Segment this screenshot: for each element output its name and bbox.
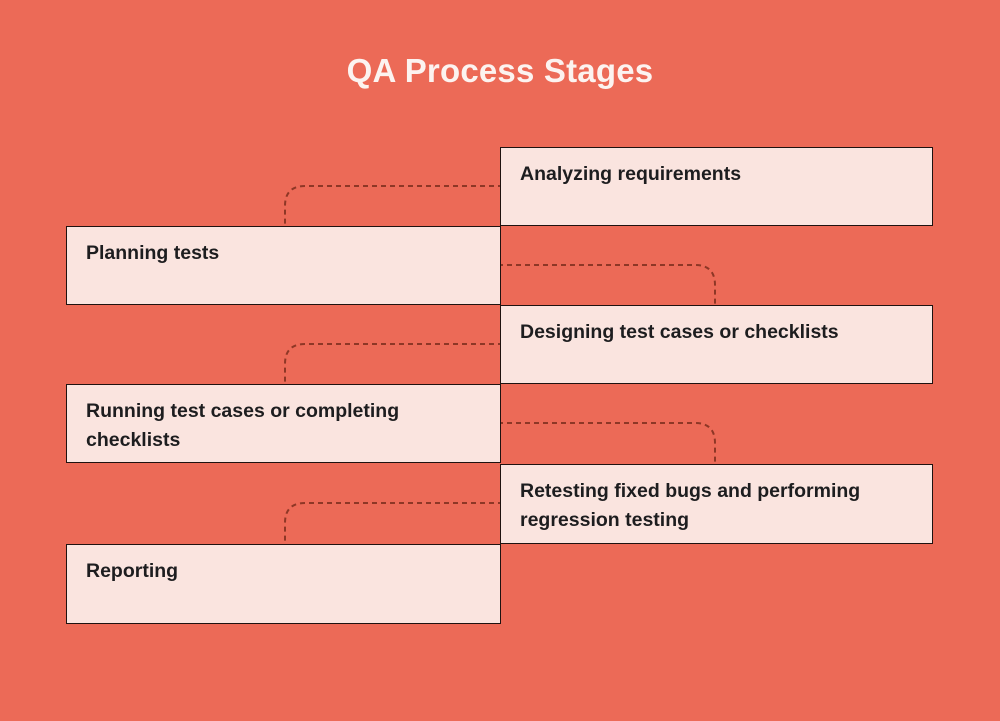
stage-label: Planning tests <box>86 242 220 264</box>
connector-designing-to-running <box>284 343 503 386</box>
stage-label: Reporting <box>86 560 179 582</box>
stage-label: Designing test cases or checklists <box>520 321 839 343</box>
connector-planning-to-designing <box>498 264 716 307</box>
connector-retesting-to-reporting <box>284 502 503 546</box>
connector-running-to-retesting <box>498 422 716 466</box>
stage-box-running-test-cases: Running test cases or completing checkli… <box>66 384 501 463</box>
stage-box-planning-tests: Planning tests <box>66 226 501 305</box>
stage-box-analyzing-requirements: Analyzing requirements <box>500 147 933 226</box>
stage-box-designing-test-cases: Designing test cases or checklists <box>500 305 933 384</box>
diagram-title: QA Process Stages <box>346 52 654 89</box>
stage-box-reporting: Reporting <box>66 544 501 624</box>
stage-label: Retesting fixed bugs and performing regr… <box>520 480 861 531</box>
stage-box-retesting-regression: Retesting fixed bugs and performing regr… <box>500 464 933 544</box>
stage-label: Running test cases or completing checkli… <box>86 400 400 451</box>
connector-analyzing-to-planning <box>284 185 503 228</box>
stage-label: Analyzing requirements <box>520 163 742 185</box>
